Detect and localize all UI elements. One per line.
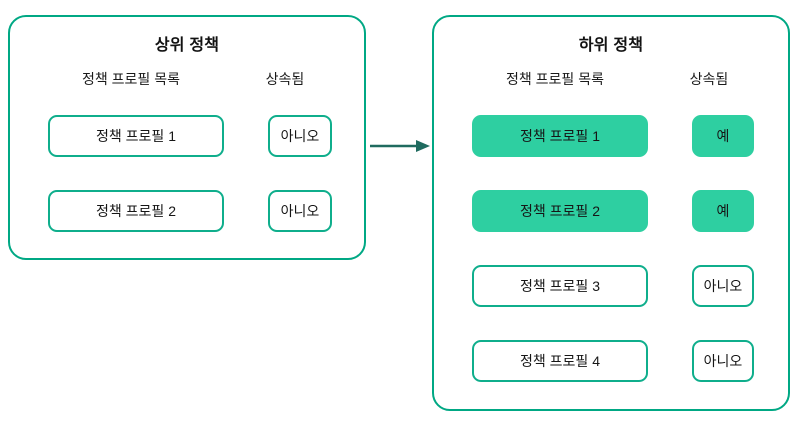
parent-inherited-badge-1[interactable]: 아니오 [268,115,332,157]
parent-profile-box-1[interactable]: 정책 프로필 1 [48,115,224,157]
table-row: 정책 프로필 4 아니오 [434,340,788,382]
child-profile-box-2[interactable]: 정책 프로필 2 [472,190,648,232]
table-row: 정책 프로필 2 아니오 [10,190,364,232]
child-profile-box-1[interactable]: 정책 프로필 1 [472,115,648,157]
child-policy-panel: 하위 정책 정책 프로필 목록 상속됨 정책 프로필 1 예 정책 프로필 2 … [432,15,790,411]
parent-policy-column-headers: 정책 프로필 목록 상속됨 [10,69,364,91]
parent-column-header-profiles: 정책 프로필 목록 [82,71,180,87]
child-inherited-badge-4[interactable]: 아니오 [692,340,754,382]
table-row: 정책 프로필 2 예 [434,190,788,232]
table-row: 정책 프로필 3 아니오 [434,265,788,307]
table-row: 정책 프로필 1 아니오 [10,115,364,157]
child-policy-title: 하위 정책 [578,37,644,54]
parent-inherited-badge-2[interactable]: 아니오 [268,190,332,232]
inheritance-arrow-icon [370,140,430,152]
child-column-header-inherited: 상속됨 [689,71,729,87]
child-profile-box-4[interactable]: 정책 프로필 4 [472,340,648,382]
child-policy-column-headers: 정책 프로필 목록 상속됨 [434,69,788,91]
child-inherited-badge-3[interactable]: 아니오 [692,265,754,307]
parent-policy-title: 상위 정책 [154,37,220,54]
parent-policy-rows: 정책 프로필 1 아니오 정책 프로필 2 아니오 [10,101,364,258]
child-column-header-profiles: 정책 프로필 목록 [506,71,604,87]
child-profile-box-3[interactable]: 정책 프로필 3 [472,265,648,307]
parent-profile-box-2[interactable]: 정책 프로필 2 [48,190,224,232]
table-row: 정책 프로필 1 예 [434,115,788,157]
parent-column-header-inherited: 상속됨 [265,71,305,87]
child-policy-rows: 정책 프로필 1 예 정책 프로필 2 예 정책 프로필 3 아니오 정책 프로… [434,101,788,409]
parent-policy-panel: 상위 정책 정책 프로필 목록 상속됨 정책 프로필 1 아니오 정책 프로필 … [8,15,366,260]
child-inherited-badge-1[interactable]: 예 [692,115,754,157]
child-inherited-badge-2[interactable]: 예 [692,190,754,232]
